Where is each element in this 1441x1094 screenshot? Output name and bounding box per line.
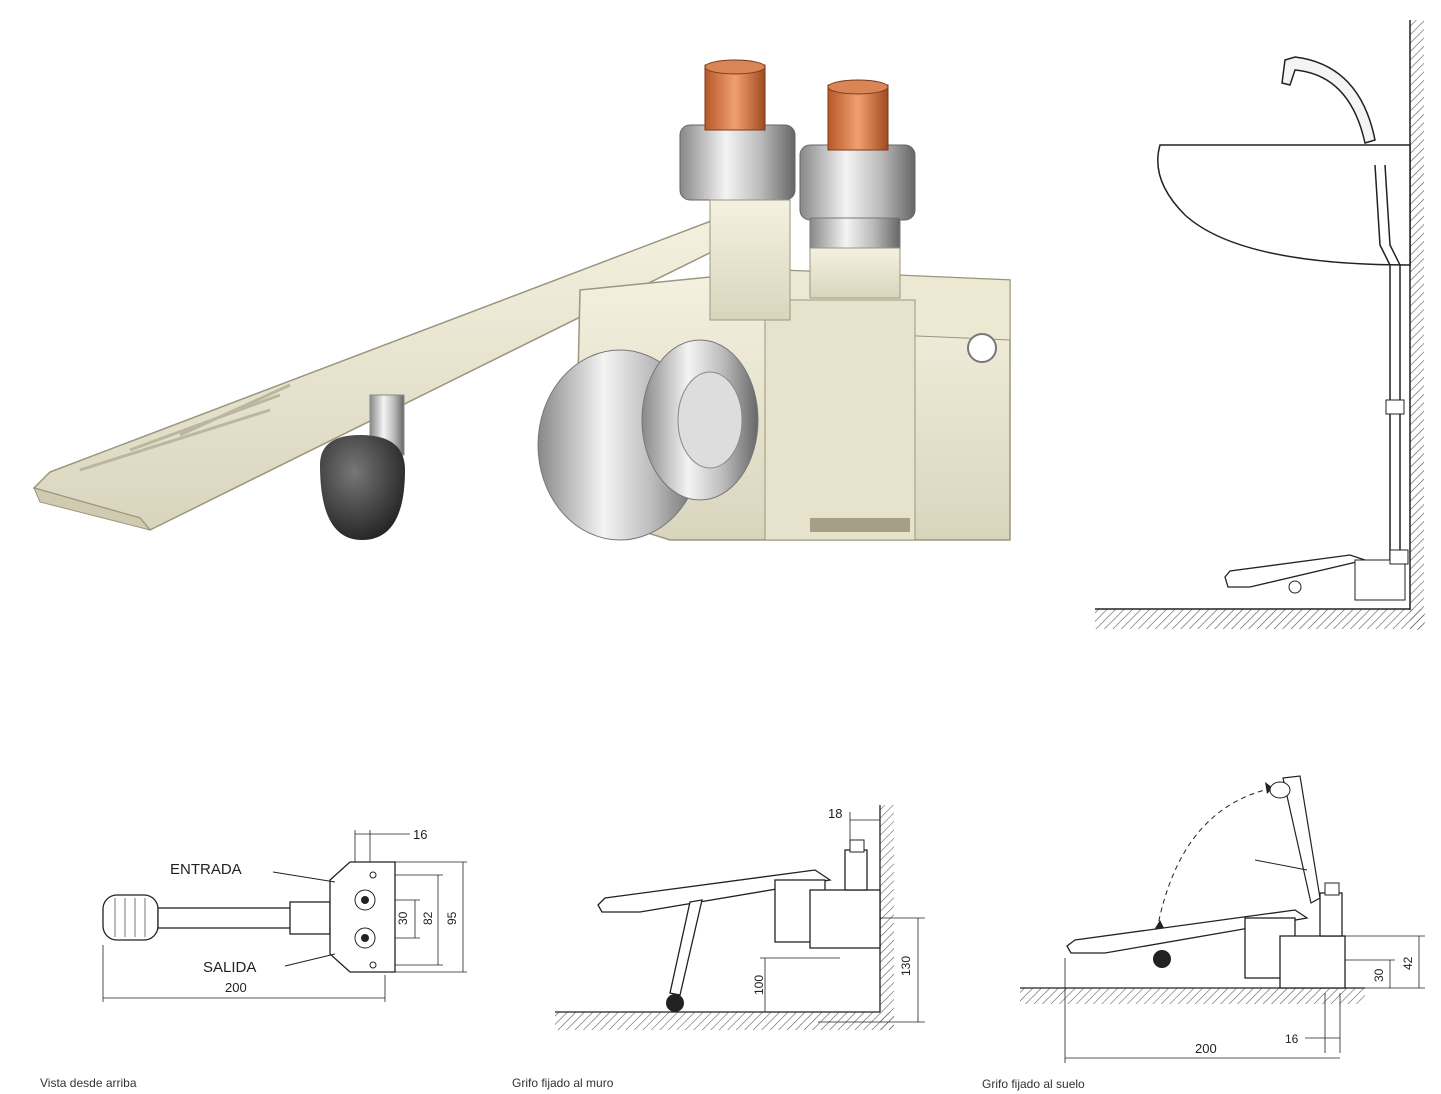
wash-basin <box>1157 144 1411 266</box>
pedal-unit-small <box>1224 549 1409 601</box>
floor-hatch <box>1095 609 1425 629</box>
dim-42-label: 42 <box>1401 956 1415 970</box>
dim-95-label: 95 <box>445 911 459 925</box>
supply-pipe <box>1374 164 1391 575</box>
wall-hatch <box>1410 20 1424 630</box>
dim-16-label: 16 <box>1285 1032 1299 1046</box>
dim-130-label: 130 <box>899 956 913 976</box>
dim-200-label: 200 <box>225 980 247 995</box>
chrome-disc <box>537 339 759 541</box>
floor-hatch <box>555 1012 894 1030</box>
inlet-fitting <box>679 59 796 321</box>
top-view-caption: Vista desde arriba <box>40 1076 137 1090</box>
salida-label: SALIDA <box>203 959 256 976</box>
product-illustration <box>32 59 1011 541</box>
dim-200-label: 200 <box>1195 1041 1217 1056</box>
valve-body <box>809 889 881 949</box>
pedal-lever <box>32 209 762 531</box>
entrada-label: ENTRADA <box>170 861 242 878</box>
dim-30-label: 30 <box>1372 968 1386 982</box>
top-view-drawing: ENTRADA SALIDA 16 30 82 95 200 <box>102 827 467 1002</box>
wall-hatch <box>880 805 894 1030</box>
wall-mount-caption: Grifo fijado al muro <box>512 1076 614 1090</box>
outlet-fitting <box>799 79 916 299</box>
valve-body-top <box>329 861 396 973</box>
pedal-raised <box>1282 775 1321 904</box>
dim-16-label: 16 <box>413 827 427 842</box>
rubber-foot <box>666 994 684 1012</box>
floor-hatch <box>1020 988 1365 1004</box>
sink-installation-diagram <box>1095 20 1425 630</box>
dim-18-label: 18 <box>828 806 842 821</box>
dim-82-label: 82 <box>421 911 435 925</box>
swing-arc <box>1156 787 1274 931</box>
lever-handle <box>102 894 159 941</box>
rubber-foot <box>320 394 405 540</box>
faucet-spout <box>1281 56 1376 144</box>
floor-mount-caption: Grifo fijado al suelo <box>982 1077 1085 1091</box>
dim-30-label: 30 <box>396 911 410 925</box>
valve-body <box>1279 935 1346 989</box>
rubber-foot <box>1153 950 1171 968</box>
floor-mount-drawing: 30 42 16 200 <box>1020 775 1425 1063</box>
pedal-lever <box>597 869 832 913</box>
wall-mount-drawing: 18 100 130 <box>555 805 925 1030</box>
dim-100-label: 100 <box>752 975 766 995</box>
